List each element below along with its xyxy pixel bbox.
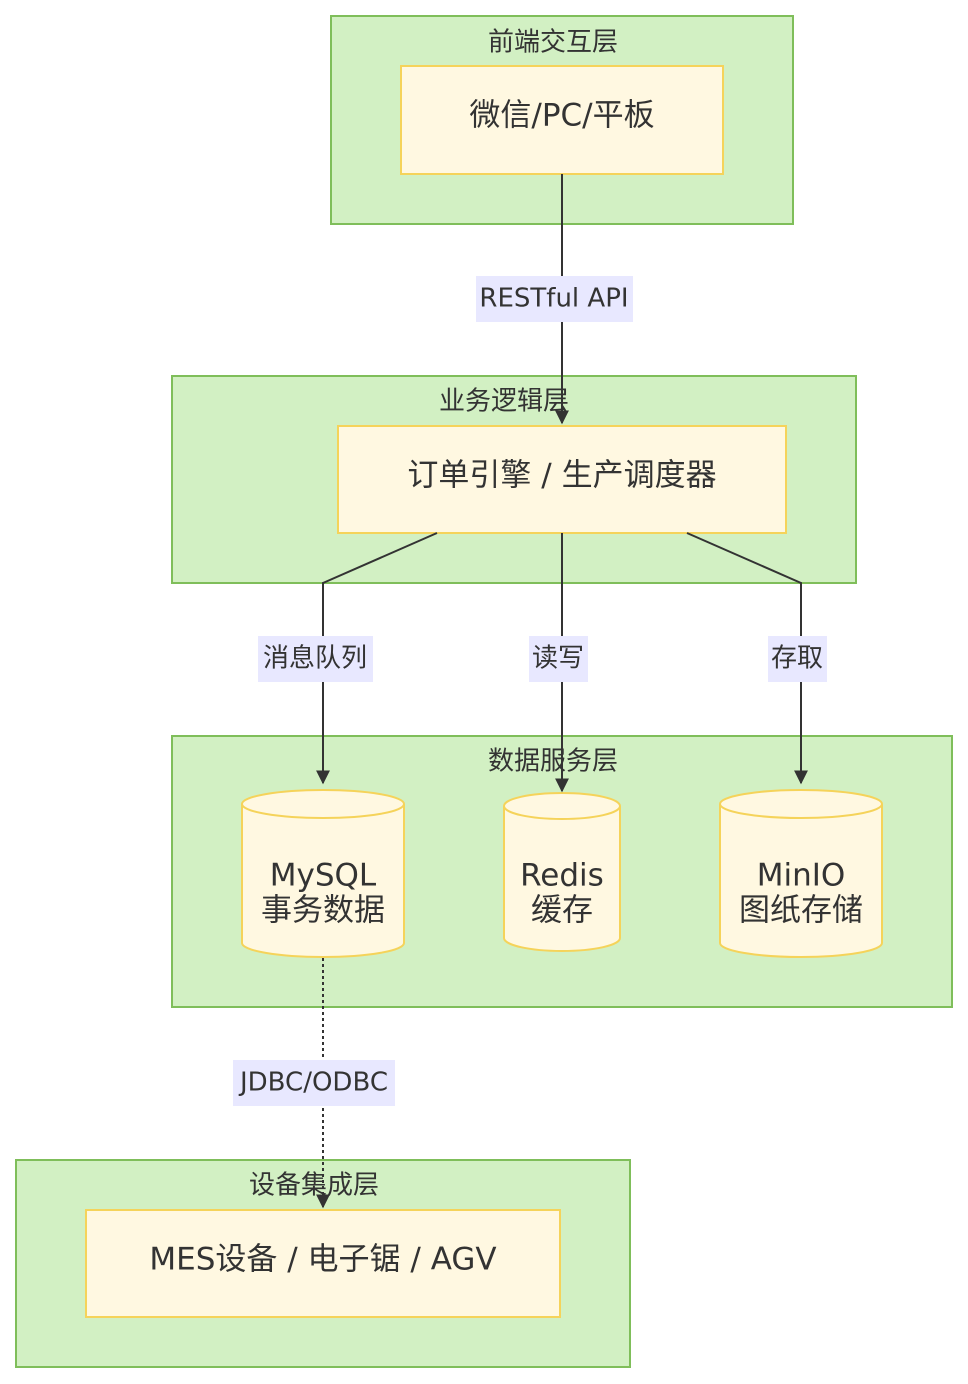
node-mysql-name: MySQL	[270, 858, 377, 894]
cluster-business-title: 业务逻辑层	[439, 387, 569, 417]
node-client-label: 微信/PC/平板	[469, 98, 654, 134]
edge-label-access: 存取	[768, 636, 827, 682]
node-redis-desc: 缓存	[531, 893, 593, 929]
node-minio-name: MinIO	[757, 858, 846, 894]
edge-engine-to-mysql	[316, 532, 438, 785]
cluster-data-title: 数据服务层	[488, 747, 618, 777]
node-mysql-database: MySQL 事务数据	[241, 789, 405, 958]
edge-label-jdbc-text: JDBC/ODBC	[238, 1068, 388, 1098]
edge-label-restful-text: RESTful API	[479, 284, 628, 314]
node-minio-storage: MinIO 图纸存储	[719, 789, 883, 958]
node-client: 微信/PC/平板	[400, 65, 724, 175]
edge-label-readwrite-text: 读写	[532, 644, 584, 674]
edge-engine-to-minio	[686, 532, 808, 785]
node-redis-name: Redis	[520, 858, 604, 894]
edge-label-jdbc: JDBC/ODBC	[233, 1060, 395, 1106]
node-redis-cache: Redis 缓存	[503, 792, 621, 952]
edge-label-readwrite: 读写	[529, 636, 588, 682]
node-equipment: MES设备 / 电子锯 / AGV	[85, 1209, 561, 1318]
edge-label-access-text: 存取	[771, 644, 823, 674]
edge-label-restful: RESTful API	[476, 276, 633, 322]
node-engine-label: 订单引擎 / 生产调度器	[407, 458, 716, 494]
node-mysql-desc: 事务数据	[261, 893, 385, 929]
edge-label-queue-text: 消息队列	[263, 644, 367, 674]
cluster-device-title: 设备集成层	[249, 1171, 379, 1201]
cluster-frontend-title: 前端交互层	[488, 28, 618, 58]
edge-label-queue: 消息队列	[258, 636, 373, 682]
node-engine: 订单引擎 / 生产调度器	[337, 425, 787, 534]
node-equipment-label: MES设备 / 电子锯 / AGV	[149, 1242, 496, 1278]
node-minio-desc: 图纸存储	[739, 893, 863, 929]
